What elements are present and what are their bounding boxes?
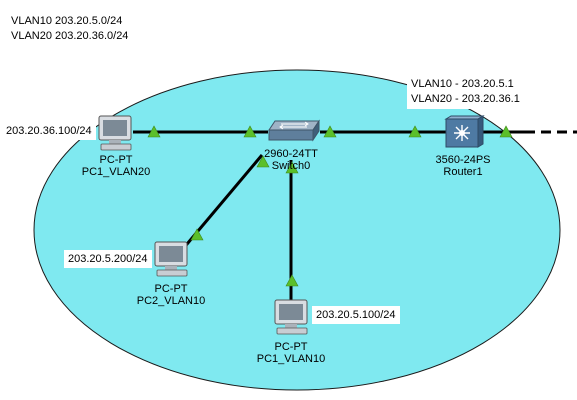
device-model: PC-PT — [154, 283, 188, 295]
device-name: Router1 — [443, 166, 483, 178]
multilayer-switch-icon[interactable] — [444, 115, 485, 148]
device-label-pc1-vlan20: PC-PT PC1_VLAN20 — [82, 154, 151, 178]
router-gateway-vlan10: VLAN10 - 203.20.5.1 — [411, 78, 514, 90]
link-up-marker — [323, 125, 337, 138]
link-up-marker — [243, 125, 257, 138]
link-up-marker — [285, 274, 299, 287]
subnet-note-vlan20: VLAN20 203.20.36.0/24 — [11, 30, 129, 42]
ip-label-pc1-vlan10: 203.20.5.100/24 — [312, 306, 400, 324]
network-cloud — [33, 69, 561, 391]
device-model: 3560-24PS — [435, 154, 491, 166]
switch-icon[interactable] — [268, 119, 320, 142]
router-gateway-note: VLAN10 - 203.20.5.1 VLAN20 - 203.20.36.1 — [407, 75, 524, 109]
device-label-pc2-vlan10: PC-PT PC2_VLAN10 — [137, 283, 206, 307]
ip-label-pc1-vlan20: 203.20.36.100/24 — [2, 122, 96, 140]
device-label-router1: 3560-24PS Router1 — [435, 154, 490, 178]
device-name: PC1_VLAN20 — [81, 166, 151, 178]
router-gateway-vlan20: VLAN20 - 203.20.36.1 — [411, 93, 520, 105]
device-name: PC1_VLAN10 — [256, 353, 326, 365]
ip-label-pc2-vlan10: 203.20.5.200/24 — [64, 250, 152, 268]
device-name: Switch0 — [271, 160, 311, 172]
device-model: 2960-24TT — [264, 148, 318, 160]
device-model: PC-PT — [99, 154, 133, 166]
subnet-note-vlan10: VLAN10 203.20.5.0/24 — [11, 15, 123, 27]
link-up-marker — [147, 125, 161, 138]
link-up-marker — [408, 125, 422, 138]
pc-icon[interactable] — [274, 299, 308, 335]
device-name: PC2_VLAN10 — [136, 295, 206, 307]
pc-icon[interactable] — [154, 241, 188, 277]
link-up-marker — [190, 228, 204, 241]
link-up-marker — [256, 155, 270, 168]
device-label-pc1-vlan10: PC-PT PC1_VLAN10 — [257, 341, 326, 365]
device-label-switch0: 2960-24TT Switch0 — [264, 148, 318, 172]
link-up-marker — [499, 125, 513, 138]
link-up-marker — [285, 161, 299, 174]
device-model: PC-PT — [274, 341, 308, 353]
pc-icon[interactable] — [98, 115, 132, 151]
